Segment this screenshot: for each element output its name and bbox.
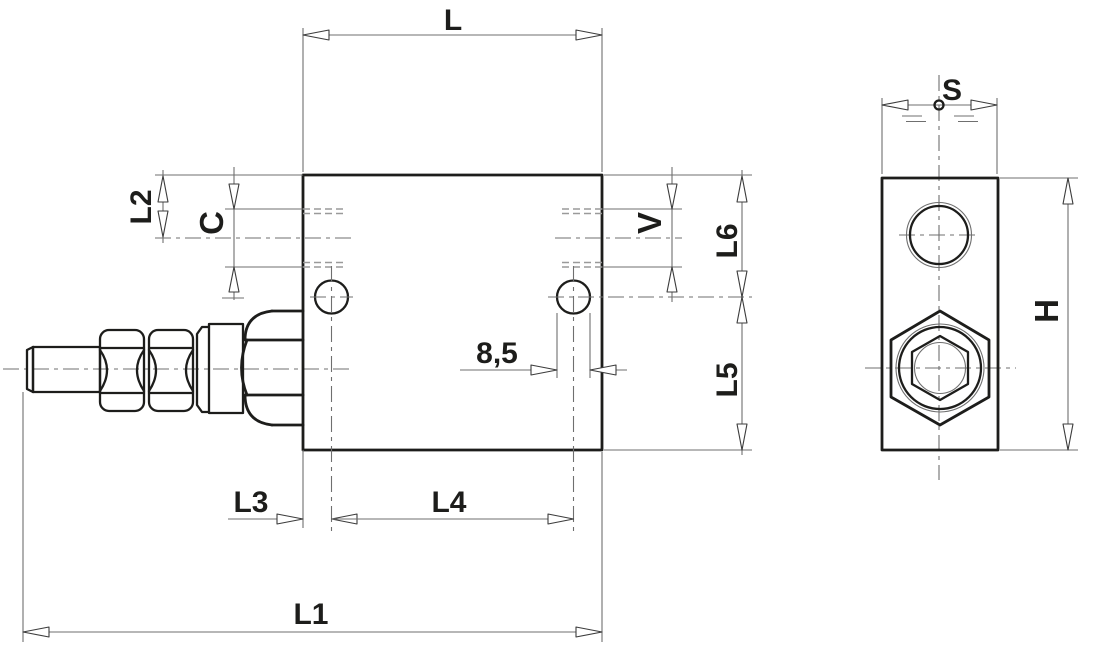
arrowhead [575, 29, 603, 41]
arrowhead [881, 99, 909, 111]
seal-washer [195, 325, 211, 414]
label-C: C [193, 211, 230, 235]
arrowhead [589, 364, 617, 376]
dimension-hole-diameter: 8,5 [460, 313, 627, 378]
dimension-L6: L6 [604, 170, 752, 298]
front-view: L L2 C V [3, 4, 752, 642]
arrowhead [736, 175, 748, 203]
dimension-H: H [1000, 177, 1078, 451]
arrowhead [302, 29, 330, 41]
arrowhead [970, 99, 998, 111]
label-L1: L1 [293, 598, 328, 631]
label-L5: L5 [711, 362, 744, 397]
arrowhead [666, 183, 678, 210]
valve-block-body [301, 173, 604, 452]
cartridge-hex [240, 309, 305, 427]
dimension-L: L [302, 4, 603, 172]
label-hole-diameter: 8,5 [476, 337, 518, 370]
locknut-2 [147, 328, 195, 413]
arrowhead [1062, 423, 1074, 451]
arrowhead [547, 513, 575, 525]
arrowhead [157, 210, 169, 238]
dimension-L4: L4 [331, 486, 575, 525]
cartridge-neck [207, 322, 245, 415]
arrowhead [276, 513, 304, 525]
dimension-L2: L2 [125, 170, 303, 243]
arrowhead [736, 296, 748, 324]
arrowhead [22, 626, 50, 638]
valve-block-side [880, 176, 1000, 452]
arrowhead [530, 364, 558, 376]
arrowhead [666, 266, 678, 293]
label-S: S [942, 74, 962, 107]
label-L6: L6 [711, 223, 744, 258]
cartridge-hex-end-view [889, 309, 991, 427]
dimension-L5: L5 [604, 296, 752, 455]
dimension-L3: L3 [228, 450, 358, 528]
arrowhead [157, 175, 169, 203]
dimension-C: C [193, 167, 303, 300]
dimension-V: V [602, 167, 682, 302]
top-port-chamfer-circle [905, 201, 973, 269]
dimension-L1: L1 [22, 392, 603, 642]
arrowhead [736, 270, 748, 298]
locknut-1 [98, 328, 146, 413]
label-H: H [1028, 299, 1065, 323]
arrowhead [575, 626, 603, 638]
label-L: L [444, 4, 462, 37]
label-L4: L4 [431, 486, 466, 519]
arrowhead [228, 183, 240, 210]
arrowhead [1062, 177, 1074, 205]
dimension-S: S [881, 74, 998, 174]
label-V: V [631, 212, 668, 234]
wrench-flat-marks [902, 115, 978, 123]
arrowhead [736, 423, 748, 451]
hex-socket [910, 334, 970, 402]
label-L2: L2 [125, 189, 158, 224]
arrowhead [228, 266, 240, 293]
top-port-circle [908, 204, 970, 266]
stem-tip-circle [933, 99, 945, 111]
side-view: S H [865, 74, 1078, 480]
label-L3: L3 [233, 486, 268, 519]
